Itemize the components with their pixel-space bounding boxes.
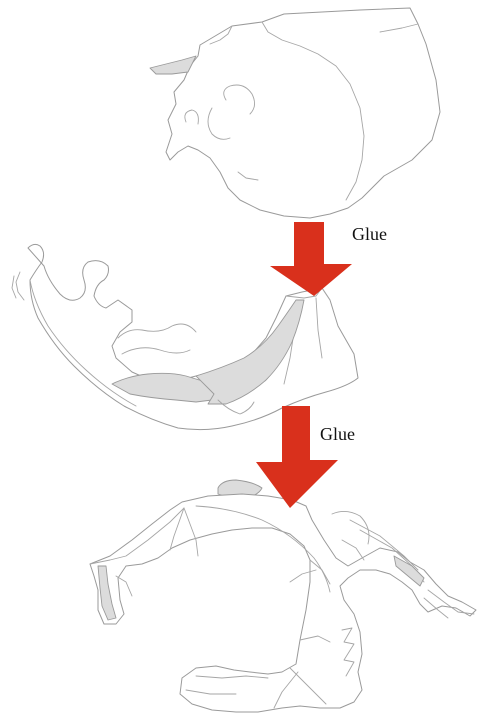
part-upper-head: [150, 8, 440, 218]
arrow-1-shape: [270, 222, 352, 296]
glue-arrow-2: Glue: [256, 406, 355, 508]
glue-arrow-1: Glue: [270, 222, 387, 296]
arrow-2-shape: [256, 406, 338, 508]
arrow-1-label: Glue: [352, 224, 387, 244]
arrow-2-label: Glue: [320, 424, 355, 444]
part-lower-frame: [90, 480, 476, 712]
